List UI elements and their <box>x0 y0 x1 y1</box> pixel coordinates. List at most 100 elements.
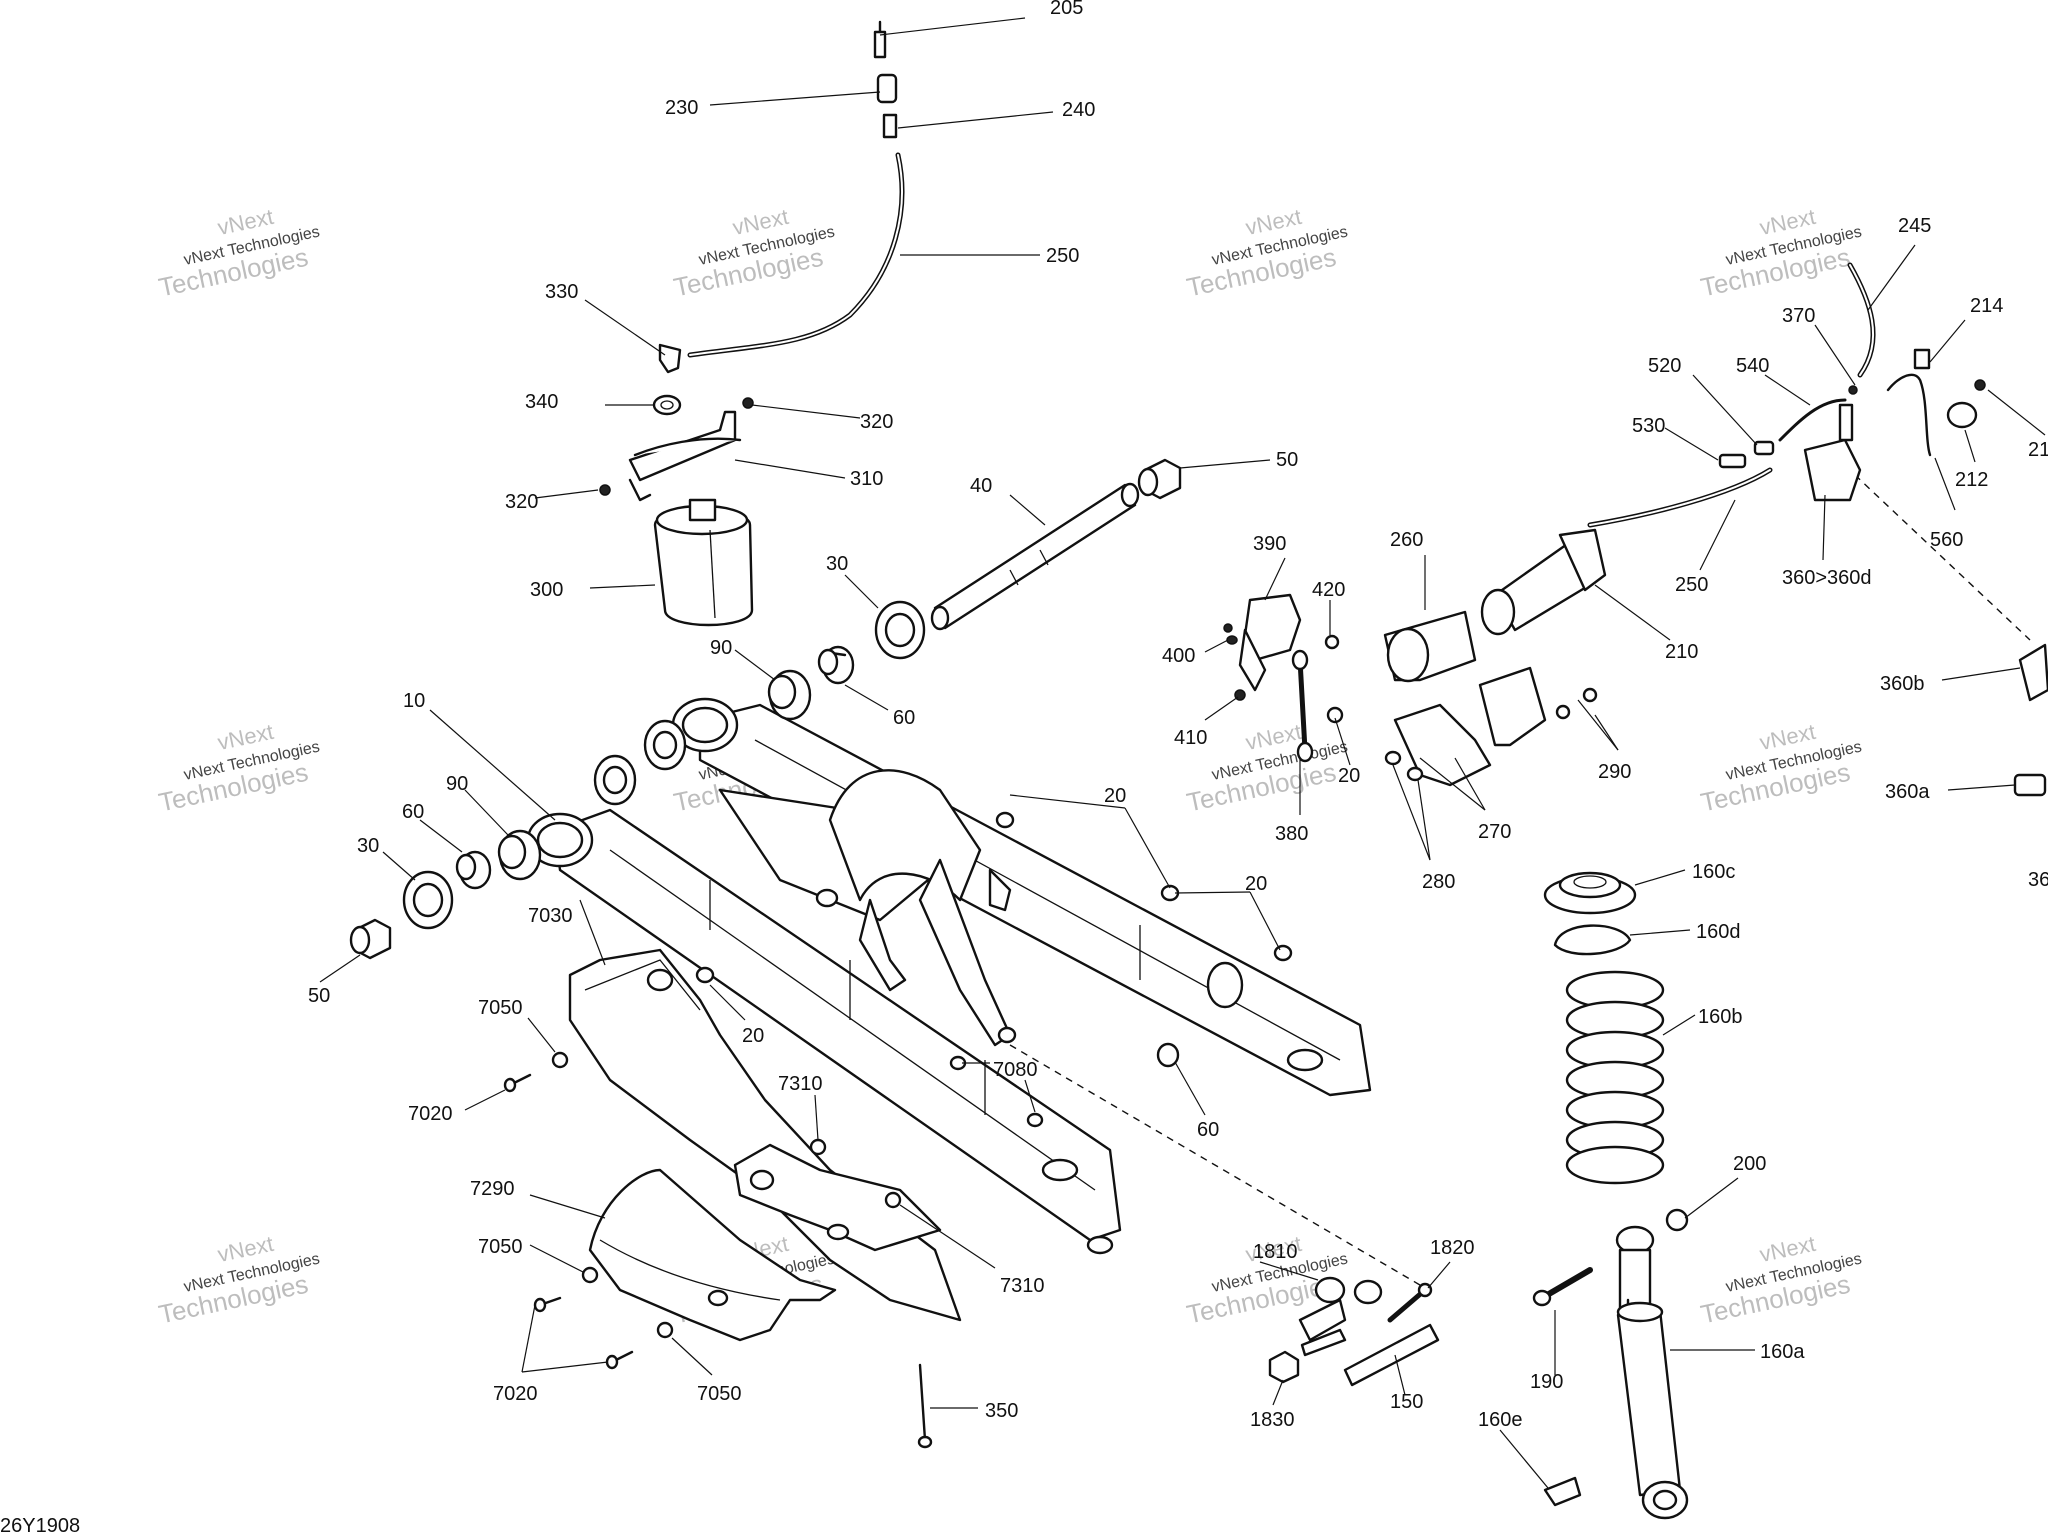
bolt-7020 <box>605 1350 634 1370</box>
part-label: 20 <box>1338 765 1360 787</box>
part-label: 360b <box>1880 673 1925 695</box>
part-label: 21 <box>2028 439 2048 461</box>
clip-214 <box>1913 348 1931 370</box>
part-label: 60 <box>893 707 915 729</box>
nut-340 <box>652 394 682 416</box>
leader-lines <box>319 17 2046 1489</box>
part-label: 150 <box>1390 1391 1423 1413</box>
nut-1830 <box>1268 1350 1300 1384</box>
part-label: 420 <box>1312 579 1345 601</box>
hose-245 <box>1847 262 1876 378</box>
part-label: 160d <box>1696 921 1741 943</box>
swing-arm <box>526 697 1372 1255</box>
part-label: 560 <box>1930 529 1963 551</box>
bracket-360b <box>2018 643 2048 702</box>
nut-20 <box>995 811 1015 829</box>
part-label: 10 <box>403 690 425 712</box>
washer-7050 <box>656 1321 674 1339</box>
part-label: 310 <box>850 468 883 490</box>
bearing-30-upper <box>874 600 926 660</box>
part-label: 7020 <box>493 1383 538 1405</box>
part-label: 50 <box>308 985 330 1007</box>
part-label: 300 <box>530 579 563 601</box>
bushing-1810 <box>1298 1276 1347 1357</box>
part-label: 1830 <box>1250 1409 1295 1431</box>
diagram-code: 26Y1908 <box>0 1515 80 1536</box>
part-label: 7050 <box>697 1383 742 1405</box>
guard-7310 <box>733 1143 942 1252</box>
fitting-360a <box>2013 773 2047 797</box>
bushing-90-upper <box>767 669 812 721</box>
washer-7050 <box>551 1051 569 1069</box>
part-label: 1820 <box>1430 1237 1475 1259</box>
spring-seat-160c <box>1543 871 1637 915</box>
part-label: 20 <box>742 1025 764 1047</box>
nut-20 <box>1326 706 1344 724</box>
part-label: 7030 <box>528 905 573 927</box>
nut-50-lower <box>349 918 392 960</box>
sleeve-260 <box>1383 610 1477 683</box>
part-label: 205 <box>1050 0 1083 19</box>
clamp-212 <box>1946 401 1978 429</box>
part-label: 540 <box>1736 355 1769 377</box>
link-380 <box>1291 649 1314 763</box>
pump-210 <box>1480 528 1607 636</box>
washer-280 <box>1406 766 1424 782</box>
part-label: 280 <box>1422 871 1455 893</box>
washer-280 <box>1384 750 1402 766</box>
nut-20 <box>695 966 715 984</box>
part-label: 350 <box>985 1400 1018 1422</box>
part-label: 230 <box>665 97 698 119</box>
rod-150 <box>1343 1323 1440 1387</box>
valve-block-360 <box>1803 403 1862 502</box>
part-label: 160a <box>1760 1341 1805 1363</box>
nut-200 <box>1665 1208 1689 1232</box>
fitting-530 <box>1718 453 1747 469</box>
bolt-1820 <box>1387 1282 1433 1323</box>
screw-21x <box>1974 379 1986 391</box>
part-label: 340 <box>525 391 558 413</box>
screw-400 <box>1223 623 1233 633</box>
part-label: 212 <box>1955 469 1988 491</box>
bolt-290 <box>1582 687 1598 703</box>
part-label: 60 <box>1197 1119 1219 1141</box>
nut-20 <box>1273 944 1293 962</box>
part-label: 530 <box>1632 415 1665 437</box>
part-label: 320 <box>505 491 538 513</box>
part-label: 290 <box>1598 761 1631 783</box>
part-label: 240 <box>1062 99 1095 121</box>
harness-560 <box>1886 373 1932 457</box>
shaft-40 <box>930 482 1140 631</box>
part-label: 520 <box>1648 355 1681 377</box>
part-label: 270 <box>1478 821 1511 843</box>
part-label: 1810 <box>1253 1241 1298 1263</box>
bolt-350 <box>917 1363 933 1449</box>
part-label: 7050 <box>478 997 523 1019</box>
part-label: 250 <box>1675 574 1708 596</box>
part-label: 390 <box>1253 533 1286 555</box>
sensor-390 <box>1238 593 1302 692</box>
part-label: 250 <box>1046 245 1079 267</box>
spacer-60-lower <box>455 850 492 890</box>
bolt-7020 <box>503 1073 532 1093</box>
callout-labels: 205 230 240 250 330 340 320 310 320 300 … <box>308 0 2048 1431</box>
part-label: 400 <box>1162 645 1195 667</box>
part-label: 245 <box>1898 215 1931 237</box>
part-label: 160b <box>1698 1006 1743 1028</box>
fitting-205 <box>873 20 887 59</box>
part-label: 7080 <box>993 1059 1038 1081</box>
part-label: 7310 <box>778 1073 823 1095</box>
spacer-1810 <box>1353 1279 1383 1305</box>
washer-420 <box>1324 634 1340 650</box>
fitting-520 <box>1753 440 1775 456</box>
bushing-90-lower <box>497 829 542 881</box>
part-label: 40 <box>970 475 992 497</box>
bracket-270 <box>1393 666 1547 787</box>
retainer-160d <box>1553 924 1632 956</box>
part-label: 20 <box>1245 873 1267 895</box>
